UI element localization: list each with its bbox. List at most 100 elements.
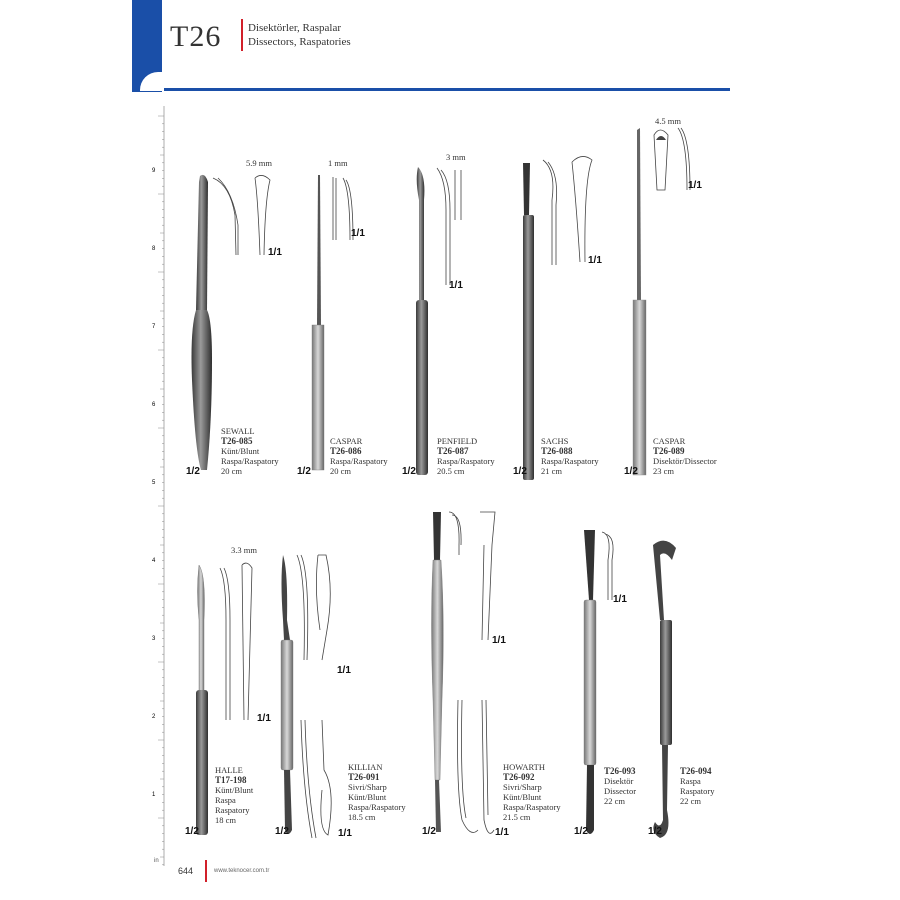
tip-size-sewall: 5.9 mm [246,158,272,168]
scale-half-halle: 1/2 [185,826,199,837]
product-code: T26-087 [437,446,469,456]
product-label-killian: KILLIAN T26-091 Sivri/Sharp Künt/Blunt R… [348,762,406,822]
scale-half-t26-093: 1/2 [574,826,588,837]
page-code: T26 [170,20,222,53]
product-detail: 21 cm [541,466,563,476]
ruler-label: 7 [152,324,156,330]
scale-half-howarth: 1/2 [422,826,436,837]
tip-size-caspar-086: 1 mm [328,158,348,168]
subtitle-turkish: Disektörler, Raspalar [248,22,342,34]
product-detail: Künt/Blunt [503,792,542,802]
instrument-caspar-086 [311,175,354,471]
scale-half-sachs: 1/2 [513,466,527,477]
product-name: SEWALL [221,426,255,436]
scale-half-t26-094: 1/2 [648,826,662,837]
product-detail: Raspa/Raspatory [503,802,561,812]
scale-full-howarth-b: 1/1 [495,827,509,838]
page-number: 644 [178,866,194,876]
product-detail: Raspatory [680,786,715,796]
product-label-caspar-086: CASPAR T26-086 Raspa/Raspatory 20 cm [330,436,388,476]
tip-size-penfield: 3 mm [446,152,466,162]
product-label-penfield: PENFIELD T26-087 Raspa/Raspatory 20.5 cm [437,436,495,476]
product-detail: 23 cm [653,466,675,476]
product-detail: Künt/Blunt [221,446,260,456]
product-code: T17-198 [215,775,247,785]
product-name: SACHS [541,436,569,446]
instrument-killian [280,554,332,839]
product-label-caspar-089: CASPAR T26-089 Disektör/Dissector 23 cm [653,436,717,476]
product-detail: Raspa [215,795,236,805]
product-code: T26-094 [680,766,712,776]
ruler-label: 1 [152,792,156,798]
footer-website: www.teknocer.com.tr [214,868,270,874]
scale-full-sachs: 1/1 [588,255,602,266]
product-detail: Raspa/Raspatory [348,802,406,812]
product-name: PENFIELD [437,436,478,446]
product-detail: 20 cm [221,466,243,476]
scale-half-sewall: 1/2 [186,466,200,477]
ruler-label: 4 [152,558,156,564]
product-code: T26-088 [541,446,573,456]
product-name: KILLIAN [348,762,383,772]
product-detail: 22 cm [604,796,626,806]
scale-half-killian: 1/2 [275,826,289,837]
ruler-label: 8 [152,246,156,252]
product-detail: 18 cm [215,815,237,825]
subtitle-english: Dissectors, Raspatories [248,36,351,48]
product-detail: 20.5 cm [437,466,465,476]
instrument-caspar-089 [632,127,691,476]
ruler-unit: in [154,858,159,864]
product-detail: 20 cm [330,466,352,476]
ruler-label: 2 [152,714,156,720]
scale-half-caspar-089: 1/2 [624,466,638,477]
product-detail: Raspa/Raspatory [541,456,599,466]
product-detail: Dissector [604,786,637,796]
product-label-halle: HALLE T17-198 Künt/Blunt Raspa Raspatory… [215,765,253,825]
product-detail: Raspa [680,776,701,786]
product-label-howarth: HOWARTH T26-092 Sivri/Sharp Künt/Blunt R… [503,762,561,822]
product-code: T26-086 [330,446,362,456]
product-detail: 22 cm [680,796,702,806]
product-code: T26-085 [221,436,253,446]
product-detail: Disektör/Dissector [653,456,717,466]
tip-size-caspar-089: 4.5 mm [655,116,681,126]
scale-full-sewall: 1/1 [268,247,282,258]
product-code: T26-089 [653,446,685,456]
instrument-sachs [523,156,593,480]
product-detail: Disektör [604,776,634,786]
scale-full-t26-093: 1/1 [613,594,627,605]
scale-half-penfield: 1/2 [402,466,416,477]
ruler-label: 3 [152,636,156,642]
scale-full-penfield: 1/1 [449,280,463,291]
scale-half-caspar-086: 1/2 [297,466,311,477]
header-rule [150,88,730,91]
product-code: T26-091 [348,772,380,782]
scale-full-killian-a: 1/1 [337,665,351,676]
tip-size-halle: 3.3 mm [231,545,257,555]
instrument-sewall [191,174,271,470]
scale-full-howarth-a: 1/1 [492,635,506,646]
product-code: T26-092 [503,772,535,782]
instrument-howarth [431,511,496,834]
product-code: T26-093 [604,766,636,776]
ruler-label: 5 [152,480,156,486]
product-name: CASPAR [330,436,363,446]
product-detail: Raspa/Raspatory [221,456,279,466]
footer-divider [205,860,207,882]
scale-full-killian-b: 1/1 [338,828,352,839]
product-label-t26-093: T26-093 Disektör Dissector 22 cm [604,766,636,806]
product-detail: Raspatory [215,805,250,815]
product-name: HALLE [215,765,243,775]
scale-full-caspar-086: 1/1 [351,228,365,239]
product-detail: Raspa/Raspatory [437,456,495,466]
product-label-t26-094: T26-094 Raspa Raspatory 22 cm [680,766,714,806]
product-detail: Sivri/Sharp [348,782,387,792]
product-name: HOWARTH [503,762,545,772]
instrument-penfield [416,167,462,475]
ruler-label: 9 [152,168,156,174]
instrument-t26-094 [653,540,676,838]
product-detail: 18.5 cm [348,812,376,822]
header-corner [140,72,164,91]
